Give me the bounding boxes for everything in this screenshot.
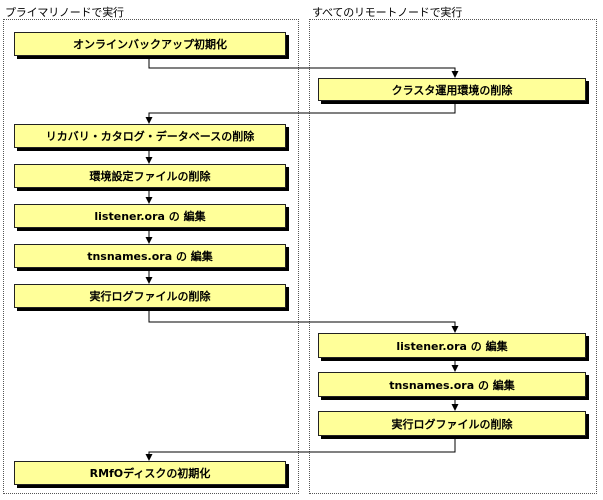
connector-execlog-to-remote-listener [148,308,459,333]
primary-node-lane [3,19,299,494]
step-edit-tnsnames-remote: tnsnames.ora の 編集 [318,372,586,397]
connector-backup-to-cluster [148,56,459,78]
remote-lane-title: すべてのリモートノードで実行 [312,6,462,19]
step-delete-exec-log-remote: 実行ログファイルの削除 [318,411,586,436]
step-delete-cluster-env: クラスタ運用環境の削除 [318,78,586,101]
connector-remote-execlog-to-rmfo [145,436,456,461]
step-online-backup-init: オンラインバックアップ初期化 [14,32,286,56]
step-delete-env-settings-file: 環境設定ファイルの削除 [14,164,286,188]
step-init-rmfo-disk: RMfOディスクの初期化 [14,461,286,485]
primary-lane-title: プライマリノードで実行 [5,6,124,19]
step-edit-listener-primary: listener.ora の 編集 [14,204,286,228]
step-delete-recovery-catalog-db: リカバリ・カタログ・データベースの削除 [14,124,286,148]
step-delete-exec-log-primary: 実行ログファイルの削除 [14,284,286,308]
step-edit-tnsnames-primary: tnsnames.ora の 編集 [14,244,286,268]
step-edit-listener-remote: listener.ora の 編集 [318,333,586,358]
connector-cluster-to-catalog [145,101,456,124]
remote-node-lane [309,19,597,494]
